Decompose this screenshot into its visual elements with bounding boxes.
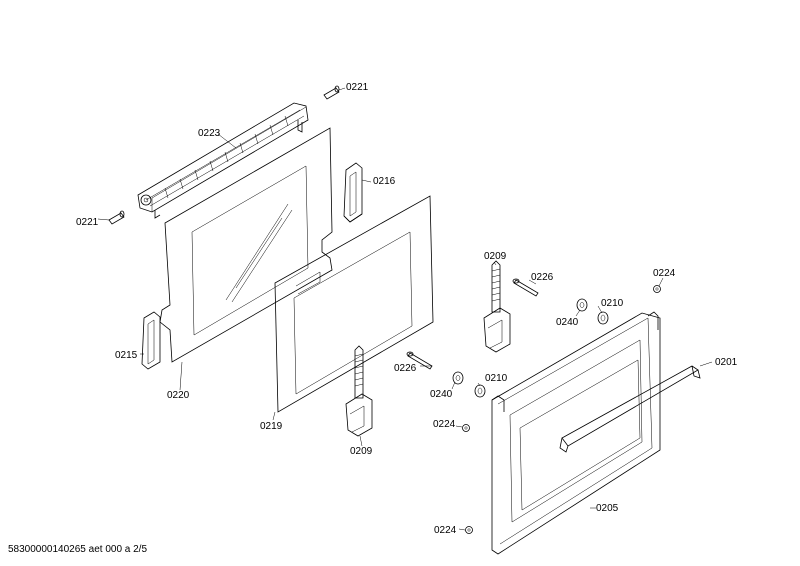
label-0224-middle: 0224 bbox=[433, 419, 456, 430]
label-0216: 0216 bbox=[373, 176, 396, 187]
label-0201: 0201 bbox=[715, 357, 738, 368]
hinge-middle bbox=[345, 345, 373, 437]
label-0220: 0220 bbox=[167, 390, 190, 401]
washer-middle bbox=[452, 371, 464, 385]
label-0240-middle: 0240 bbox=[430, 389, 453, 400]
cap-nut-bottom bbox=[465, 526, 473, 534]
hinge-screw-right bbox=[512, 278, 539, 297]
label-0226-middle: 0226 bbox=[394, 363, 417, 374]
hinge-screw-middle bbox=[406, 351, 433, 370]
cap-nut-top bbox=[653, 285, 661, 293]
label-0240-right: 0240 bbox=[556, 317, 579, 328]
drawing-reference-number: 58300000140265 aet 000 a 2/5 bbox=[8, 544, 148, 555]
inner-glass-panel bbox=[159, 127, 333, 363]
label-0210-right: 0210 bbox=[601, 298, 624, 309]
label-0209-right: 0209 bbox=[484, 251, 507, 262]
nut-middle bbox=[474, 384, 486, 398]
label-0224-bottom: 0224 bbox=[434, 525, 457, 536]
label-0221-top: 0221 bbox=[346, 82, 369, 93]
label-0215: 0215 bbox=[115, 350, 138, 361]
leader-lines bbox=[97, 87, 713, 531]
bracket-right-top bbox=[343, 162, 363, 223]
bracket-left-bottom bbox=[141, 311, 161, 370]
cap-nut-middle bbox=[462, 424, 470, 432]
door-handle bbox=[559, 365, 701, 453]
door-trim-strip bbox=[137, 102, 309, 219]
screw-top bbox=[323, 85, 340, 100]
label-0224-top: 0224 bbox=[653, 268, 676, 279]
nut-right bbox=[597, 311, 609, 325]
washer-right bbox=[576, 298, 588, 312]
label-0205: 0205 bbox=[596, 503, 619, 514]
outer-door-panel bbox=[491, 311, 661, 555]
label-0210-middle: 0210 bbox=[485, 373, 508, 384]
label-0219: 0219 bbox=[260, 421, 283, 432]
screw-left bbox=[108, 210, 125, 225]
middle-glass-panel bbox=[274, 195, 434, 413]
label-0209-middle: 0209 bbox=[350, 446, 373, 457]
hinge-right bbox=[483, 260, 511, 353]
label-0223: 0223 bbox=[198, 128, 221, 139]
label-0226-right: 0226 bbox=[531, 272, 554, 283]
label-0221-left: 0221 bbox=[76, 217, 99, 228]
